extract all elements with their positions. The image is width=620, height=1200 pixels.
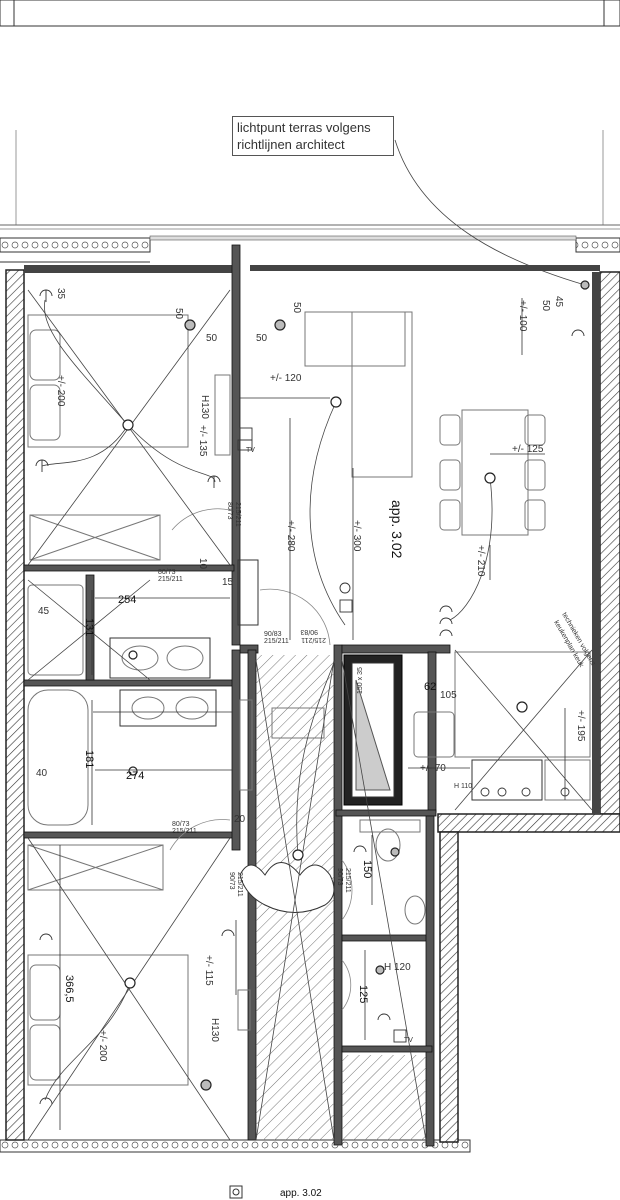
exterior-walls (5, 265, 620, 1143)
dim-pm-135: +/- 135 (197, 425, 208, 457)
dim-45-living: 45 (553, 296, 564, 308)
dim-254: 254 (118, 594, 136, 606)
technical-shaft: 150 x 35 (343, 654, 403, 806)
door-labels: 90/83 215/211 80/73 215/211 90/83 215/21… (158, 447, 413, 1044)
shaft-label: 150 x 35 (357, 667, 364, 694)
door-size-2-height: 215/211 (158, 576, 183, 583)
dim-pm-200-bottom: +/- 200 (97, 1030, 108, 1062)
balcony (0, 0, 620, 230)
dim-45-bath: 45 (38, 606, 50, 617)
dim-131: 131 (83, 618, 95, 636)
door-size-2: 80/73 (158, 569, 176, 576)
dim-50-b: 50 (206, 333, 218, 344)
callout-line-1: lichtpunt terras volgens (237, 120, 371, 135)
dim-pm-120: +/- 120 (270, 373, 302, 384)
footer: app. 3.02 (229, 1185, 322, 1199)
dim-10: 10 (197, 558, 208, 570)
facade-insulation (0, 235, 620, 1153)
dim-pm-280: +/- 280 (285, 520, 296, 552)
dim-62: 62 (424, 681, 436, 693)
dim-150: 150 (361, 860, 373, 878)
dim-35: 35 (55, 288, 66, 300)
dim-pm-100: +/- 100 (517, 300, 528, 332)
door-size-3: 90/83 (300, 628, 318, 635)
callout-line-2: richtlijnen architect (237, 137, 345, 152)
dim-pm-195: +/- 195 (575, 710, 586, 742)
apartment-label: app. 3.02 (389, 500, 405, 559)
height-h120: H 120 (384, 962, 411, 973)
door-size-4-height: 215/211 (172, 828, 197, 835)
door-size-7: 90/73 (336, 868, 343, 886)
door-size-6: 90/73 (228, 872, 235, 890)
dim-pm-300: +/- 300 (351, 520, 362, 552)
dim-50-a: 50 (173, 308, 184, 320)
dim-pm-115: +/- 115 (203, 955, 214, 986)
dim-366-5: 366,5 (63, 975, 75, 1003)
dim-125: 125 (357, 985, 369, 1003)
light-fixtures (122, 280, 590, 1091)
door-size-3-height: 215/211 (301, 636, 326, 643)
dim-pm-210: +/- 210 (475, 545, 486, 577)
height-h130-bottom: H130 (209, 1018, 220, 1042)
door-swings (169, 508, 353, 1011)
furniture (27, 311, 591, 1086)
footer-label: app. 3.02 (280, 1188, 322, 1199)
dim-pm-125: +/- 125 (512, 444, 544, 455)
dim-50-d: 50 (291, 302, 302, 314)
dim-20: 20 (234, 814, 246, 825)
door-size-5-height: 215/211 (234, 502, 241, 527)
door-size-6-height: 215/211 (236, 872, 243, 897)
height-h130-top: H130 (199, 395, 210, 419)
dimension-lines (59, 298, 566, 1130)
tv-socket-label-top: TV (246, 447, 255, 454)
height-h110: H 110 (454, 783, 472, 790)
dim-50-e: 50 (540, 300, 551, 312)
kitchen-note: technieken volgens keukenplan keuk (552, 612, 596, 669)
dim-50-c: 50 (256, 333, 268, 344)
door-size-1: 90/83 (264, 631, 282, 638)
door-size-1-height: 215/211 (264, 638, 289, 645)
door-size-7-height: 215/211 (344, 868, 351, 893)
door-size-5: 80/73 (226, 502, 233, 520)
dim-274: 274 (126, 770, 144, 782)
dim-15: 15 (222, 577, 234, 588)
dim-pm-200-top: +/- 200 (55, 375, 66, 407)
outlets-and-switches (35, 289, 585, 1105)
dim-40: 40 (36, 768, 48, 779)
dim-pm-70: +/- 70 (420, 763, 446, 774)
door-size-4: 80/73 (172, 821, 190, 828)
tv-socket-label-bottom: TV (404, 1037, 413, 1044)
dimension-labels: 254 131 274 181 366,5 62 150 125 45 40 5… (36, 288, 586, 1062)
dim-105: 105 (440, 690, 457, 701)
dim-181: 181 (83, 750, 95, 768)
terrace-light-callout: lichtpunt terras volgens richtlijnen arc… (232, 116, 394, 156)
